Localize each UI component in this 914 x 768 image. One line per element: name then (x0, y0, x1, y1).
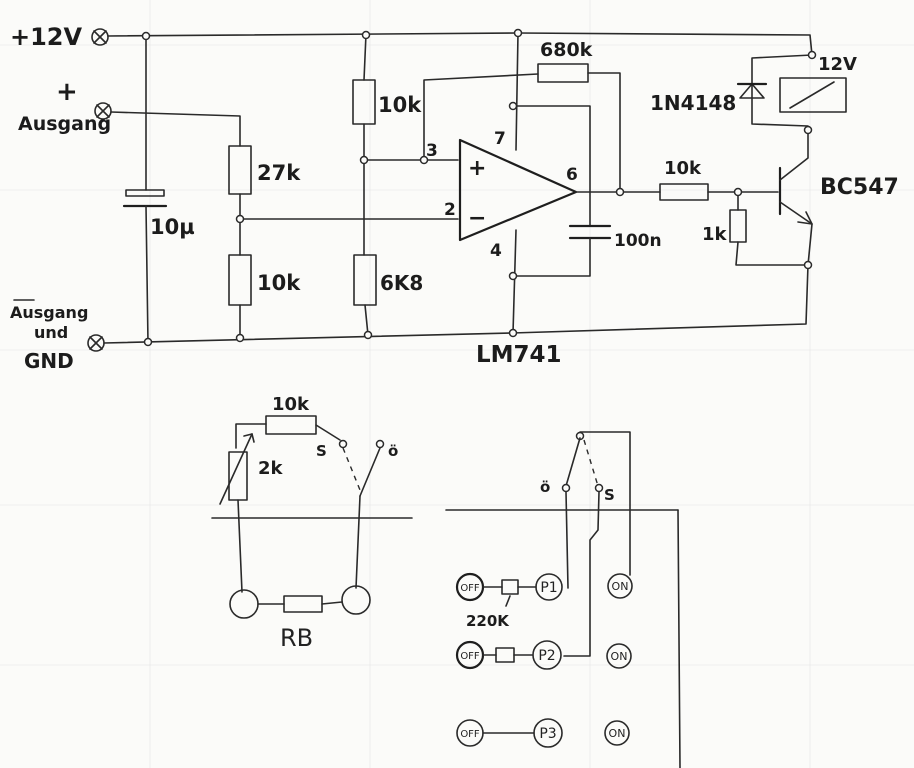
res-10k-upper (352, 79, 376, 125)
sub1-res-rb (283, 595, 323, 613)
sub2-label-off-3: OFF (460, 729, 480, 740)
sub2-on-2 (606, 643, 632, 669)
label-r-6k8: 6K8 (380, 271, 423, 295)
opamp-plus: + (468, 156, 486, 181)
sub2-on-1 (607, 573, 633, 599)
res-27k (228, 145, 252, 195)
sub1-socket-left (229, 589, 259, 619)
label-r-10k-lower: 10k (257, 271, 301, 295)
sub2-res-220k-2 (495, 647, 515, 663)
label-c-10u: 10µ (150, 215, 195, 239)
sub2-label-on-3: ON (609, 727, 626, 740)
label-minus-ausgang: Ausgang (10, 303, 88, 322)
label-c-100n: 100n (614, 231, 662, 251)
sub2-label-p3: P3 (539, 726, 556, 742)
sub2-label-off-1: OFF (460, 583, 480, 594)
pin-4: 4 (490, 241, 502, 261)
sub-diagram-potentiometer: 10k S 2k ö RB (211, 394, 413, 652)
sub2-label-220k: 220K (466, 612, 510, 630)
sub1-label-10k: 10k (272, 394, 310, 415)
sub2-label-on-1: ON (612, 580, 629, 593)
opamp-triangle (458, 138, 578, 242)
res-680k (537, 63, 589, 83)
rail-12v (107, 32, 813, 56)
sub-diagram-switch-panel: ö S OFF P1 ON 220K OFF P2 ON OFF P3 ON (445, 431, 681, 768)
sub2-p2 (532, 640, 562, 670)
res-10k-base (659, 183, 709, 201)
label-r-27k: 27k (257, 161, 301, 185)
sub2-on-3 (604, 720, 630, 746)
label-und: und (34, 323, 68, 342)
label-lm741: LM741 (476, 342, 562, 368)
sub1-socket-right (341, 585, 371, 615)
label-gnd: GND (24, 349, 74, 373)
label-r-1k: 1k (702, 224, 728, 245)
rail-gnd (103, 264, 809, 344)
sub2-label-p1: P1 (540, 580, 557, 596)
label-bc547: BC547 (820, 175, 899, 200)
sub1-label-o: ö (388, 442, 398, 460)
relay-coil (779, 77, 847, 113)
label-plus-sign: + (56, 77, 78, 107)
sub1-label-s: S (316, 442, 327, 460)
sub1-label-2k: 2k (258, 458, 284, 479)
diode-triangle (739, 83, 765, 99)
pin-6: 6 (566, 165, 578, 185)
sub2-p1 (535, 573, 563, 601)
sub1-res-10k (265, 415, 317, 435)
res-6k8 (353, 254, 377, 306)
sub1-label-rb: RB (280, 624, 313, 652)
sub2-label-s: S (604, 486, 615, 504)
sub2-label-off-2: OFF (460, 651, 480, 662)
label-ausgang: Ausgang (18, 113, 111, 135)
label-plus12v: +12V (10, 23, 83, 51)
pin-7: 7 (494, 129, 506, 149)
sub2-res-220k-1 (501, 579, 519, 595)
sub2-label-on-2: ON (611, 650, 628, 663)
sub2-label-o: ö (540, 478, 550, 496)
label-r-10k-base: 10k (664, 158, 702, 179)
main-circuit: +12V + Ausgang Ausgang und GND 10µ 27k (10, 23, 899, 373)
pin-2: 2 (444, 200, 456, 220)
terminal-gnd (87, 334, 105, 352)
opamp-minus: − (468, 206, 486, 231)
res-1k (729, 209, 747, 243)
label-r-680k: 680k (540, 39, 593, 61)
label-relay-12v: 12V (818, 54, 857, 75)
sub2-p3 (533, 718, 563, 748)
sub1-pot-2k (228, 451, 248, 501)
terminal-plus12v (91, 28, 109, 46)
terminal-ausgang-plus (94, 102, 112, 120)
label-r-10k-upper: 10k (378, 93, 422, 117)
cap-10u-plate1 (125, 189, 165, 197)
sub2-label-p2: P2 (538, 648, 555, 664)
res-10k-lower (228, 254, 252, 306)
label-diode: 1N4148 (650, 91, 736, 115)
pin-3: 3 (426, 141, 438, 161)
